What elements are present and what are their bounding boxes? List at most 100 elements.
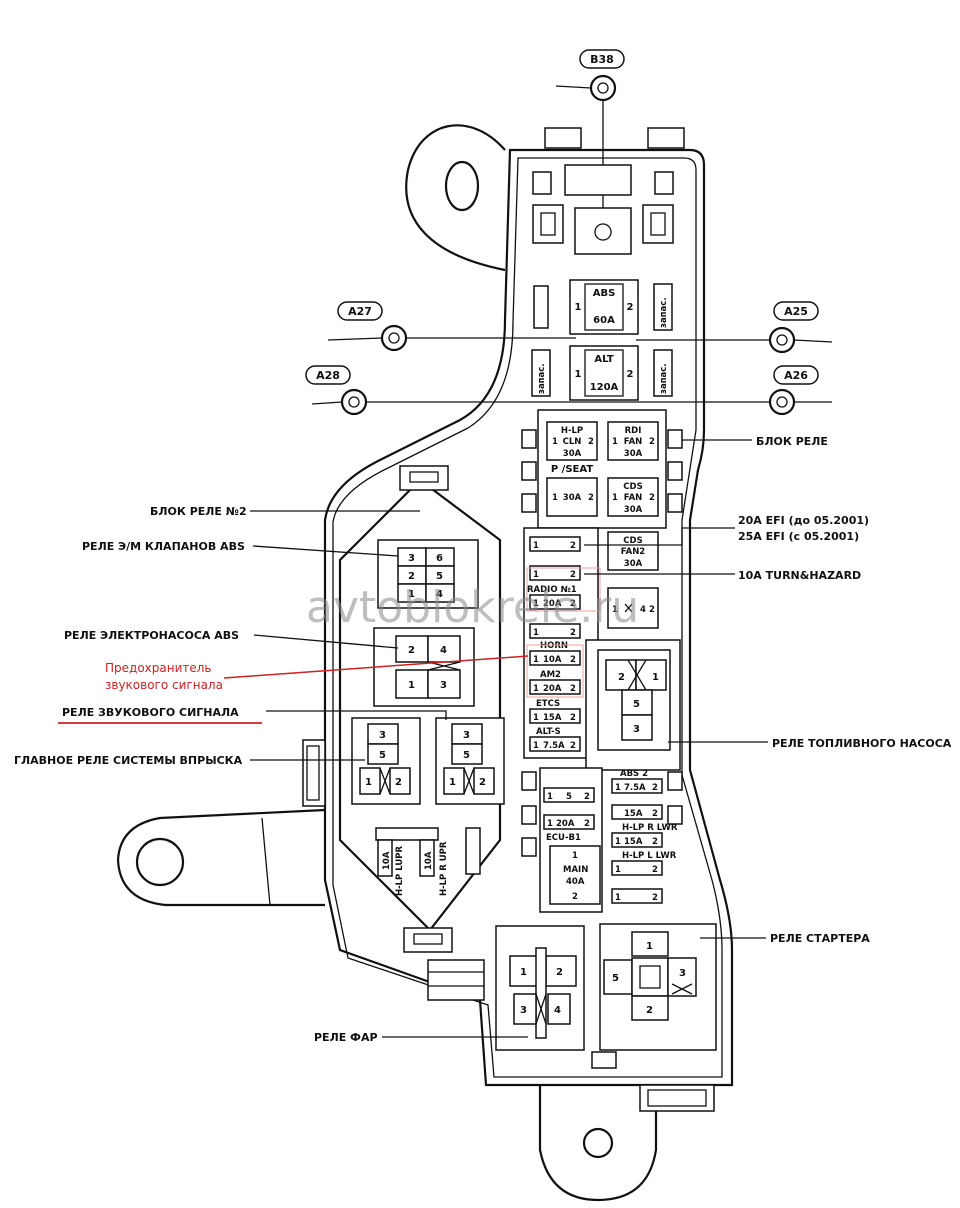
fuse-alt-pin1: 1: [575, 369, 582, 380]
small-relay-right: 1 4 2: [607, 587, 659, 629]
fuse-cds-fan-l1: CDS: [623, 482, 642, 492]
housing-outline: [116, 124, 734, 1202]
fuse-am2-label: AM2: [540, 670, 561, 680]
fuse-etcs-amp: 15A: [543, 713, 562, 723]
pin: 3: [379, 730, 386, 741]
fuse-abs2-label: ABS 2: [620, 769, 648, 779]
pin: 3: [440, 680, 447, 691]
pin: 5: [463, 750, 470, 761]
pin: 3: [633, 724, 640, 735]
pin: 1: [612, 493, 618, 503]
pin: 1: [533, 628, 539, 638]
pin: 3: [679, 968, 686, 979]
fuse-abs-amp: 60A: [593, 315, 615, 326]
label-fuel-pump-relay: РЕЛЕ ТОПЛИВНОГО НАСОСА: [772, 737, 952, 750]
pin: 4: [440, 645, 447, 656]
spare-fuse-mid-left: запас.: [531, 349, 551, 397]
ecub1-main-group: 1 5 2 1 20A 2 ECU-B1 1 MAIN 40A 2: [521, 767, 683, 913]
pin: 1: [646, 941, 653, 952]
fuse-hlp-r-lwr-label: H-LP R LWR: [622, 823, 678, 833]
pin: 2: [649, 437, 655, 447]
fuse-pseat-label: P /SEAT: [551, 464, 593, 475]
pin: 4: [554, 1005, 561, 1016]
fuse-cds-fan2-l1: CDS: [623, 536, 642, 546]
pin: 2: [588, 437, 594, 447]
pin: 1: [533, 570, 539, 580]
watermark: avtoblokrele.ru: [306, 582, 639, 633]
fuse-alts-label: ALT-S: [536, 727, 561, 737]
label-abs-pump-relay: РЕЛЕ ЭЛЕКТРОНАСОСА ABS: [64, 629, 239, 642]
label-relay-block-2: БЛОК РЕЛЕ №2: [150, 505, 247, 518]
fuse-cds-fan2-l2: FAN2: [621, 547, 646, 557]
pin: 5: [633, 699, 640, 710]
label-abs-valve-relay: РЕЛЕ Э/М КЛАПАНОВ ABS: [82, 540, 245, 553]
label-headlight-relay: РЕЛЕ ФАР: [314, 1031, 378, 1044]
fuse-cds-fan-amp: 30A: [624, 505, 643, 515]
fuse-pseat-amp: 30A: [563, 493, 582, 503]
label-horn-relay: РЕЛЕ ЗВУКОВОГО СИГНАЛА: [62, 706, 239, 719]
pin: 2: [570, 684, 576, 694]
fuse-cds-fan2-amp: 30A: [624, 559, 643, 569]
terminal-a27: A27: [327, 301, 576, 352]
fuse-abs-60a: ABS 60A 1 2: [569, 279, 639, 335]
terminal-a25: A25: [636, 301, 833, 354]
fuse-hlp-rupr-amp: 10A: [424, 851, 434, 870]
fuse-rdi-fan-l1: RDI: [625, 426, 642, 436]
pin: 5: [566, 792, 572, 802]
pin: 1: [572, 851, 578, 861]
pin: 3: [463, 730, 470, 741]
label-horn-fuse-1: Предохранитель: [105, 661, 212, 675]
fuse-hlp-cln-amp: 30A: [563, 449, 582, 459]
fuse-hlp-l-lwr-label: H-LP L LWR: [622, 851, 677, 861]
fuse-alt-label: ALT: [594, 354, 613, 365]
fuse-hlp-lupr-amp: 10A: [382, 851, 392, 870]
pin: 2: [649, 605, 655, 615]
fuse-ecub1-label: ECU-B1: [546, 833, 581, 843]
pin: 1: [615, 865, 621, 875]
fuse-abs-pin1: 1: [575, 302, 582, 313]
pin: 2: [584, 819, 590, 829]
pin: 1: [533, 541, 539, 551]
fuse-horn-label: HORN: [540, 641, 568, 651]
pin: 2: [570, 599, 576, 609]
spare-fuse-top-right: запас.: [653, 283, 673, 331]
fuse-am2-amp: 20A: [543, 684, 562, 694]
label-efi-main-relay: ГЛАВНОЕ РЕЛЕ СИСТЕМЫ ВПРЫСКА: [14, 754, 243, 767]
pin: 2: [652, 809, 658, 819]
spare-fuse-mid-right: запас.: [653, 349, 673, 397]
pin: 1: [615, 837, 621, 847]
pin: 1: [408, 680, 415, 691]
pin: 1: [533, 741, 539, 751]
pin: 2: [570, 570, 576, 580]
pin: 1: [652, 672, 659, 683]
pin: 5: [436, 571, 443, 582]
pin: 1: [533, 713, 539, 723]
pin: 1: [408, 589, 415, 600]
pin: 2: [652, 893, 658, 903]
terminal-a26-label: A26: [784, 369, 808, 382]
pin: 2: [570, 628, 576, 638]
pin: 1: [533, 599, 539, 609]
label-horn-fuse-2: звукового сигнала: [105, 678, 223, 692]
pin: 1: [547, 792, 553, 802]
fuse-hlp-rupr-label: H-LP R UPR: [439, 841, 449, 896]
label-turn-hazard: 10A TURN&HAZARD: [738, 569, 861, 582]
fuse-rdi-fan-amp: 30A: [624, 449, 643, 459]
spare-label-3: запас.: [659, 363, 669, 394]
fuse-abs-pin2: 2: [627, 302, 634, 313]
pin: 2: [618, 672, 625, 683]
pin: 2: [395, 777, 402, 788]
relay-block-fuses: H-LP CLN 30A 1 2 RDI FAN 30A 1 2 P /SEAT…: [521, 409, 683, 529]
pin: 5: [612, 973, 619, 984]
label-relay-block: БЛОК РЕЛЕ: [756, 435, 828, 448]
pin: 4: [436, 589, 443, 600]
fuel-pump-relay: 2 1 5 3: [585, 639, 681, 771]
fuse-hlp-cln-l1: H-LP: [561, 426, 583, 436]
pin: 1: [365, 777, 372, 788]
pin: 2: [479, 777, 486, 788]
pin: 3: [408, 553, 415, 564]
pin: 2: [652, 865, 658, 875]
slot-left-top: [533, 285, 549, 329]
terminal-a26: A26: [768, 365, 832, 416]
terminal-a28-label: A28: [316, 369, 340, 382]
